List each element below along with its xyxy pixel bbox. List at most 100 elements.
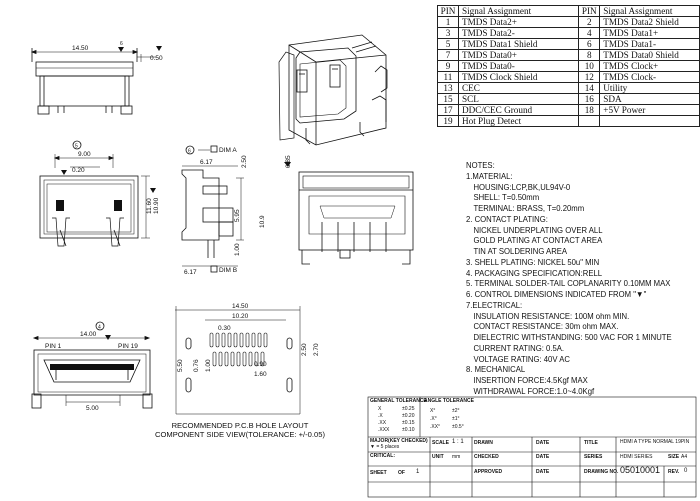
pin-number-cell: 9 bbox=[437, 60, 459, 72]
rear-view: 0.85 bbox=[284, 155, 414, 265]
note-line: SHELL: T=0.50mm bbox=[473, 192, 540, 203]
dim-pcb-h1: 5.50 bbox=[177, 359, 184, 372]
dim-pcb-h3: 1.00 bbox=[205, 359, 212, 372]
header-pin-2: PIN bbox=[578, 5, 601, 17]
rev-value: 0 bbox=[684, 468, 688, 474]
pcb-caption: RECOMMENDED P.C.B HOLE LAYOUT COMPONENT … bbox=[150, 421, 330, 439]
angle-key: .X° bbox=[430, 416, 437, 422]
signal-cell: TMDS Data0- bbox=[457, 60, 580, 72]
dim-side-h1: 2.50 bbox=[241, 155, 248, 168]
note-line: CONTACT RESISTANCE: 30m ohm MAX. bbox=[473, 321, 619, 332]
signal-cell: Utility bbox=[599, 82, 700, 94]
dim-front-w2: 0.20 bbox=[72, 167, 85, 174]
angle-key: X° bbox=[430, 408, 436, 414]
unit-label: UNIT bbox=[432, 454, 444, 460]
pin-number-cell: 12 bbox=[578, 71, 601, 83]
series-label: SERIES bbox=[584, 454, 603, 460]
signal-cell: TMDS Clock- bbox=[599, 71, 700, 83]
size-label: SIZE bbox=[668, 454, 680, 460]
dim-side-h4: 10.9 bbox=[259, 215, 266, 228]
pin-number-cell: 19 bbox=[437, 115, 459, 127]
dim-side-h2: 5.95 bbox=[234, 209, 241, 222]
dim-pcb-h2: 0.76 bbox=[193, 359, 200, 372]
dim-pcb-w3: 0.30 bbox=[218, 325, 231, 332]
rev-label: REV. bbox=[668, 469, 680, 475]
header-signal-2: Signal Assignment bbox=[599, 5, 700, 17]
signal-cell: TMDS Clock+ bbox=[599, 60, 700, 72]
signal-cell: TMDS Clock Shield bbox=[457, 71, 580, 83]
signal-cell: +5V Power bbox=[599, 104, 700, 116]
sheet-label: SHEET bbox=[370, 470, 387, 476]
note-line: 3. SHELL PLATING: NICKEL 50u" MIN bbox=[466, 256, 600, 267]
pin-number-cell: 6 bbox=[578, 38, 601, 50]
date-label-3: DATE bbox=[536, 469, 550, 475]
pin-1-label: PIN 1 bbox=[45, 343, 62, 350]
title-block-grid bbox=[367, 396, 697, 498]
dim-bottom-w1: 14.00 bbox=[80, 331, 97, 338]
note-line: VOLTAGE RATING: 40V AC bbox=[473, 353, 570, 364]
note-line: 5. TERMINAL SOLDER-TAIL COPLANARITY 0.10… bbox=[466, 278, 671, 289]
pin-number-cell: 17 bbox=[437, 104, 459, 116]
tolerance-value: ±0.25 bbox=[402, 406, 415, 412]
pcb-caption-line1: RECOMMENDED P.C.B HOLE LAYOUT bbox=[171, 421, 309, 430]
tolerance-key: .X bbox=[378, 413, 383, 419]
signal-cell: TMDS Data1+ bbox=[599, 27, 700, 39]
note-line: CURRENT RATING: 0.5A. bbox=[473, 342, 565, 353]
dim-right-h: 0.85 bbox=[285, 155, 292, 168]
top-view: 14.50 6 0.50 bbox=[30, 41, 163, 115]
svg-text:6: 6 bbox=[120, 41, 123, 47]
pin-number-cell: 3 bbox=[437, 27, 459, 39]
dim-top-width: 14.50 bbox=[72, 45, 89, 52]
pcb-layout: 14.50 10.20 0.30 2.50 2.70 5.50 0.76 1.0… bbox=[175, 303, 320, 415]
drawing-no-value: 05010001 bbox=[620, 465, 661, 475]
tolerance-key: .XX bbox=[378, 420, 387, 426]
note-line: 7.ELECTRICAL: bbox=[466, 299, 523, 310]
pin-19-label: PIN 19 bbox=[118, 343, 138, 350]
pin-number-cell: 13 bbox=[437, 82, 459, 94]
front-view: 9.00 5 0.20 11.60 10.90 bbox=[39, 140, 160, 247]
pin-assignment-table: PIN Signal Assignment PIN Signal Assignm… bbox=[437, 5, 700, 127]
balloon-6: 6 bbox=[188, 149, 191, 155]
note-line: 2. CONTACT PLATING: bbox=[466, 213, 548, 224]
dim-bottom-w2: 5.00 bbox=[86, 405, 99, 412]
tolerance-key: X bbox=[378, 406, 382, 412]
dim-front-w1: 9.00 bbox=[78, 151, 91, 158]
side-view: 6 DIM A 6.17 2.50 5.95 1.00 10.9 6.17 DI… bbox=[181, 145, 266, 276]
date-label-1: DATE bbox=[536, 440, 550, 446]
angle-tolerance-label: ANGLE TOLERANCE bbox=[424, 398, 474, 404]
scale-value: 1 : 1 bbox=[452, 439, 464, 445]
unit-value: mm bbox=[452, 454, 461, 460]
note-line: INSERTION FORCE:4.5Kgf MAX bbox=[473, 375, 588, 385]
angle-value: ±1° bbox=[452, 416, 460, 422]
tolerance-value: ±0.15 bbox=[402, 420, 415, 426]
dim-side-bot: 6.17 bbox=[184, 269, 197, 276]
pin-number-cell bbox=[578, 115, 601, 127]
note-line: 6. CONTROL DIMENSIONS INDICATED FROM "▼" bbox=[466, 289, 647, 299]
note-line: NICKEL UNDERPLATING OVER ALL bbox=[473, 224, 603, 235]
bottom-front-view: 4 14.00 PIN 1 PIN 19 5.00 bbox=[31, 321, 153, 412]
signal-cell: TMDS Data2- bbox=[457, 27, 580, 39]
datum-b-label: DIM B bbox=[219, 267, 237, 274]
datum-a-label: DIM A bbox=[219, 147, 237, 154]
angle-value: ±2° bbox=[452, 408, 460, 414]
note-line: GOLD PLATING AT CONTACT AREA bbox=[473, 235, 603, 246]
critical-label: CRITICAL: bbox=[370, 453, 395, 459]
dim-pcb-b2: 1.60 bbox=[254, 371, 267, 378]
note-line: DIELECTRIC WITHSTANDING: 500 VAC FOR 1 M… bbox=[473, 332, 672, 342]
sheet-of-label: OF bbox=[398, 470, 405, 476]
signal-cell: TMDS Data2+ bbox=[457, 16, 580, 28]
signal-cell: DDC/CEC Ground bbox=[457, 104, 580, 116]
pin-number-cell: 4 bbox=[578, 27, 601, 39]
general-tolerance-label: GENERAL TOLERANCE bbox=[370, 398, 427, 404]
title-block: GENERAL TOLERANCE ANGLE TOLERANCE X ±0.25… bbox=[368, 397, 696, 497]
balloon-5: 5 bbox=[75, 144, 78, 150]
note-line: 8. MECHANICAL bbox=[466, 364, 526, 375]
